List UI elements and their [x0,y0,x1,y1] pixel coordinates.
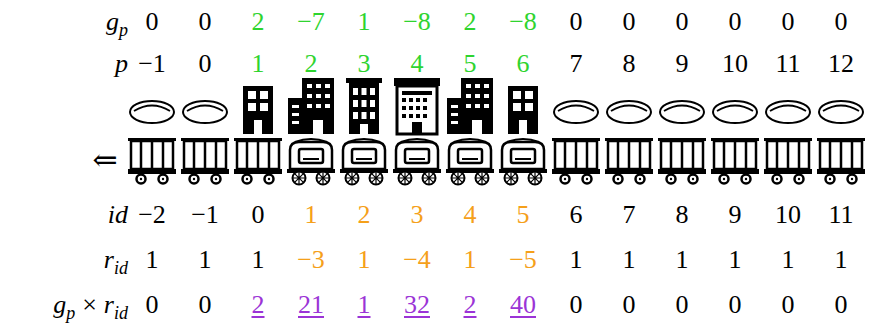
table-cell: 8 [676,202,689,228]
table-cell: 2 [252,292,265,318]
table-cell: 9 [676,51,689,77]
table-cell: 0 [199,292,212,318]
table-cell: 8 [623,51,636,77]
table-cell: 1 [676,247,689,273]
table-cell: 1 [199,247,212,273]
table-cell: 7 [623,202,636,228]
row-label-group: id [108,202,128,228]
table-cell: 2 [464,292,477,318]
direction-arrow: ⇐ [92,145,117,175]
table-cell: 1 [358,247,371,273]
table-cell: 0 [676,292,689,318]
row-label: g [106,9,119,35]
table-cell: 9 [729,202,742,228]
row-label: r [104,292,114,318]
row-label: g [53,292,66,318]
table-cell: 1 [729,247,742,273]
table-cell: 0 [623,9,636,35]
table-cell: 1 [146,247,159,273]
table-cell: 1 [252,51,265,77]
table-cell: −8 [509,9,537,35]
table-cell: 0 [146,9,159,35]
table-cell: 0 [570,9,583,35]
table-cell: 0 [252,202,265,228]
table-cell: 3 [358,51,371,77]
table-cell: 2 [305,51,318,77]
table-cell: 0 [199,51,212,77]
table-cell: 0 [729,292,742,318]
table-cell: 7 [570,51,583,77]
row-label: id [114,304,128,322]
table-cell: 40 [510,292,536,318]
table-cell: 6 [570,202,583,228]
table-cell: 10 [775,202,801,228]
row-label: id [114,259,128,277]
table-cell: 1 [358,292,371,318]
row-label-group: gp [106,9,128,35]
table-cell: 3 [411,202,424,228]
table-cell: 12 [828,51,854,77]
table-cell: 1 [358,9,371,35]
table-cell: 4 [411,51,424,77]
table-cell: 5 [464,51,477,77]
table-cell: 0 [570,292,583,318]
table-cell: 1 [464,247,477,273]
row-label-group: p [115,51,128,77]
table-cell: 0 [623,292,636,318]
table-cell: 11 [828,202,853,228]
table-cell: 1 [570,247,583,273]
table-cell: 2 [358,202,371,228]
table-cell: −2 [138,202,166,228]
table-cell: 0 [782,292,795,318]
table-cell: 21 [298,292,324,318]
row-label: p [119,21,128,39]
table-cell: 1 [305,202,318,228]
table-cell: −7 [297,9,325,35]
table-cell: 1 [623,247,636,273]
table-cell: −5 [509,247,537,273]
table-cell: 6 [517,51,530,77]
table-cell: 0 [729,9,742,35]
row-label: × [82,292,97,318]
table-cell: 10 [722,51,748,77]
table-cell: −8 [403,9,431,35]
row-label-group: rid [104,247,128,273]
table-cell: −1 [191,202,219,228]
table-cell: 0 [146,292,159,318]
table-cell: −1 [138,51,166,77]
table-cell: 5 [517,202,530,228]
table-cell: 0 [835,9,848,35]
table-cell: 4 [464,202,477,228]
table-cell: 1 [835,247,848,273]
table-cell: 1 [782,247,795,273]
table-cell: 2 [464,9,477,35]
row-label: p [66,304,75,322]
table-cell: 11 [775,51,800,77]
row-label: id [108,202,128,228]
table-cell: 0 [835,292,848,318]
table-cell: 0 [199,9,212,35]
row-label: r [104,247,114,273]
table-cell: −4 [403,247,431,273]
table-cell: 0 [782,9,795,35]
table-cell: 1 [252,247,265,273]
row-label-group: gp×rid [53,292,128,318]
table-cell: 32 [404,292,430,318]
table-cell: 0 [676,9,689,35]
table-cell: −3 [297,247,325,273]
row-label: p [115,51,128,77]
table-cell: 2 [252,9,265,35]
